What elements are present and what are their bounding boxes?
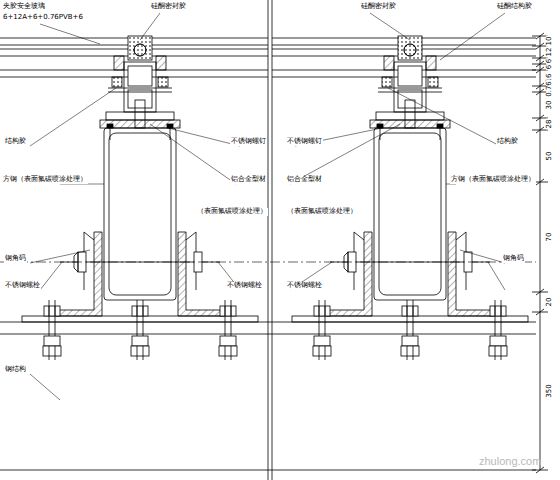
part-label: 不锈钢螺栓 [4,282,41,290]
part-label: 方钢（表面氟碳喷涂处理） [2,176,88,184]
part-label: 不锈钢螺栓 [286,282,323,290]
part-label: 夹胶安全玻璃 [2,3,46,11]
dimension: 6 [546,64,554,70]
part-label: 6+12A+6+0.76PVB+6 [2,14,84,22]
part-label: 不锈钢螺钉 [286,138,323,146]
part-label: 钢角码 [502,255,525,263]
dimension: 20 [546,297,554,308]
part-label: 结构胶 [4,138,27,146]
part-label: 结构胶 [496,138,519,146]
part-label: 方钢（表面氟碳喷涂处理） [450,176,536,184]
dimension: 10 [546,36,554,47]
dimension: 30 [546,100,554,111]
dimension: 50 [546,151,554,162]
part-label: 硅酮结构胶 [496,3,533,11]
dimension: 0.76 [546,80,554,98]
watermark: zhulong.com [478,455,542,467]
part-label: （表面氟碳喷涂处理） [286,208,358,216]
part-label: 铝合金型材 [230,176,267,184]
part-label: 铝合金型材 [286,176,323,184]
part-label: 钢结构 [4,366,27,374]
dimension: 70 [546,232,554,243]
part-label: （表面氟碳喷涂处理） [196,208,268,216]
part-label: 硅酮密封胶 [360,3,397,11]
part-label: 硅酮密封胶 [150,3,187,11]
dimension: 12 [546,47,554,58]
dimension: 28 [546,119,554,130]
part-label: 不锈钢螺栓 [226,282,263,290]
part-label: 钢角码 [4,255,27,263]
dimension: 350 [546,383,554,398]
part-label: 不锈钢螺钉 [230,138,267,146]
